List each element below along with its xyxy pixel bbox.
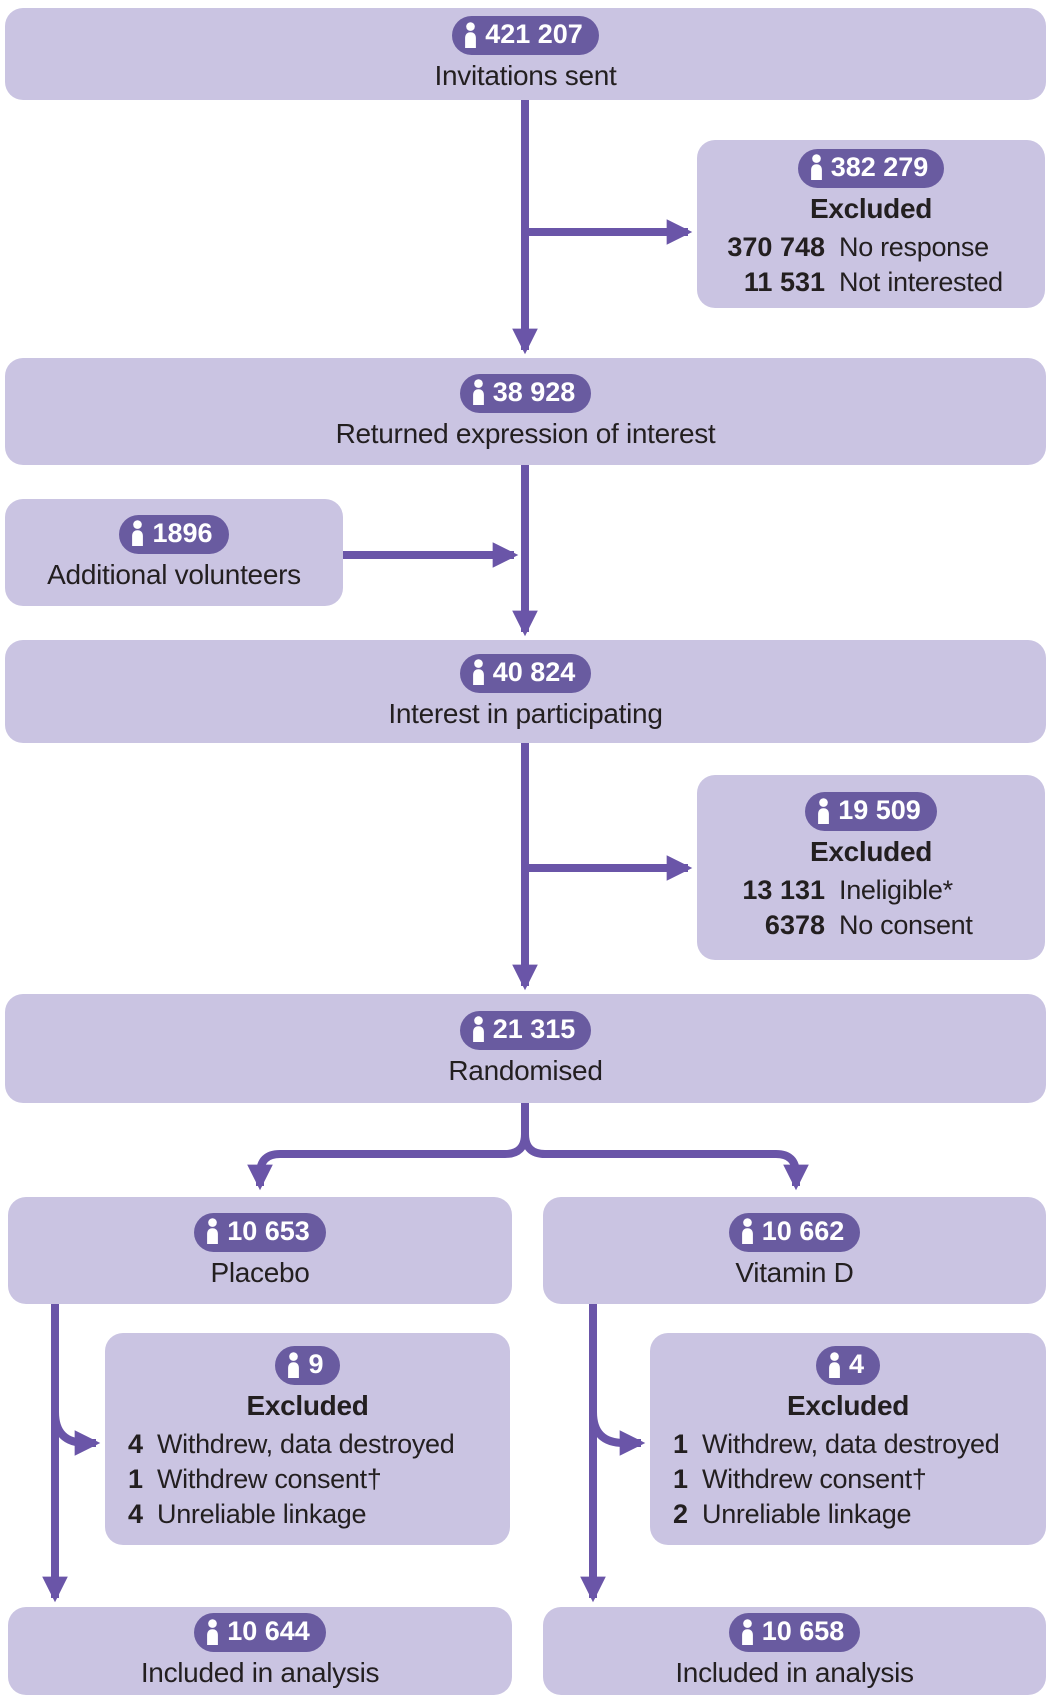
box-label: Randomised xyxy=(448,1054,603,1086)
row-label: No response xyxy=(839,231,989,262)
count-value: 421 207 xyxy=(485,19,583,49)
person-icon xyxy=(472,1016,484,1042)
count-value: 19 509 xyxy=(838,795,921,825)
flow-box-invitations: 421 207 Invitations sent xyxy=(5,8,1046,100)
person-icon xyxy=(207,1218,219,1244)
arrow-to-excluded-vitamin-d xyxy=(589,1411,646,1456)
count-value: 40 824 xyxy=(492,656,576,687)
row-count: 4 xyxy=(127,1499,143,1529)
person-icon xyxy=(288,1351,300,1378)
box-label: Interest in participating xyxy=(388,697,663,729)
count-value: 1896 xyxy=(152,517,213,548)
row-count: 1 xyxy=(127,1464,143,1494)
person-icon xyxy=(741,1218,753,1244)
row-label: Not interested xyxy=(839,266,1003,297)
person-icon xyxy=(829,1351,840,1378)
flow-box-excluded-invitations: 382 279 Excluded 370 748 No response 11 5… xyxy=(697,140,1045,308)
row-label: Withdrew consent† xyxy=(702,1464,927,1494)
count-badge: 10 644 xyxy=(194,1613,326,1652)
flow-box-interest: 40 824 Interest in participating xyxy=(5,640,1046,743)
count-badge: 40 824 xyxy=(459,653,592,693)
row-count: 2 xyxy=(672,1499,688,1529)
row-count: 11 531 xyxy=(743,266,825,297)
row-label: Withdrew, data destroyed xyxy=(157,1429,455,1459)
excluded-rows: 4 Withdrew, data destroyed 1 Withdrew cons… xyxy=(105,1427,510,1532)
person-icon xyxy=(472,659,484,685)
flow-box-placebo: 10 653 Placebo xyxy=(8,1197,512,1304)
box-label: Additional volunteers xyxy=(47,558,301,590)
arrow-randomised-to-vitamin-d xyxy=(521,1133,809,1191)
box-label: Vitamin D xyxy=(735,1256,854,1288)
row-label: No consent xyxy=(839,910,973,940)
excluded-title: Excluded xyxy=(809,192,933,224)
row-label: Ineligible* xyxy=(839,875,953,905)
count-badge: 10 658 xyxy=(728,1613,861,1652)
excluded-title: Excluded xyxy=(246,1390,369,1421)
count-badge: 10 662 xyxy=(728,1212,861,1252)
row-label: Unreliable linkage xyxy=(702,1499,912,1529)
person-icon xyxy=(472,379,484,405)
count-badge: 4 xyxy=(815,1346,881,1385)
box-label: Returned expression of interest xyxy=(335,417,716,449)
excluded-rows: 370 748 No response 11 531 Not interested xyxy=(697,230,1045,300)
count-value: 10 662 xyxy=(761,1215,845,1246)
count-value: 38 928 xyxy=(492,376,576,407)
count-badge: 19 509 xyxy=(805,792,937,831)
count-value: 21 315 xyxy=(492,1013,576,1044)
person-icon xyxy=(741,1618,753,1645)
arrow-to-excluded-placebo xyxy=(51,1411,101,1456)
row-count: 1 xyxy=(672,1429,688,1459)
row-count: 13 131 xyxy=(742,875,825,905)
count-badge: 21 315 xyxy=(459,1010,592,1050)
flow-box-randomised: 21 315 Randomised xyxy=(5,994,1046,1103)
count-badge: 38 928 xyxy=(459,373,592,413)
row-label: Withdrew consent† xyxy=(157,1464,382,1494)
count-badge: 382 279 xyxy=(797,148,945,188)
box-label: Invitations sent xyxy=(434,60,617,91)
excluded-rows: 13 131 Ineligible* 6378 No consent xyxy=(697,873,1045,943)
count-badge: 421 207 xyxy=(452,16,599,55)
person-icon xyxy=(207,1618,219,1645)
count-badge: 1896 xyxy=(119,514,229,554)
box-label: Placebo xyxy=(210,1256,310,1288)
flow-box-included-vitamin-d: 10 658 Included in analysis xyxy=(543,1607,1046,1695)
row-count: 4 xyxy=(127,1429,143,1459)
flow-box-included-placebo: 10 644 Included in analysis xyxy=(8,1607,512,1695)
flow-box-excluded-placebo: 9 Excluded 4 Withdrew, data destroyed 1 Wi… xyxy=(105,1333,510,1545)
flow-box-vitamin-d: 10 662 Vitamin D xyxy=(543,1197,1046,1304)
person-icon xyxy=(818,797,830,824)
flow-box-additional-volunteers: 1896 Additional volunteers xyxy=(5,499,343,606)
row-count: 370 748 xyxy=(727,231,825,262)
excluded-title: Excluded xyxy=(786,1390,910,1421)
count-value: 10 644 xyxy=(227,1616,310,1646)
flow-box-excluded-interest: 19 509 Excluded 13 131 Ineligible* 6378 No… xyxy=(697,775,1045,960)
excluded-title: Excluded xyxy=(809,836,933,867)
flow-box-returned: 38 928 Returned expression of interest xyxy=(5,358,1046,465)
count-value: 10 658 xyxy=(761,1616,845,1646)
box-label: Included in analysis xyxy=(140,1657,380,1688)
row-count: 1 xyxy=(672,1464,688,1494)
box-label: Included in analysis xyxy=(675,1657,914,1688)
arrow-randomised-to-placebo xyxy=(247,1133,529,1191)
row-label: Withdrew, data destroyed xyxy=(702,1429,1000,1459)
count-value: 4 xyxy=(848,1349,865,1379)
person-icon xyxy=(810,154,822,180)
person-icon xyxy=(132,520,144,546)
count-value: 382 279 xyxy=(830,151,929,182)
person-icon xyxy=(465,21,477,48)
count-value: 10 653 xyxy=(227,1215,310,1246)
count-badge: 10 653 xyxy=(194,1212,326,1252)
count-value: 9 xyxy=(308,1349,324,1379)
row-count: 6378 xyxy=(764,910,825,940)
row-label: Unreliable linkage xyxy=(157,1499,367,1529)
count-badge: 9 xyxy=(275,1346,340,1385)
